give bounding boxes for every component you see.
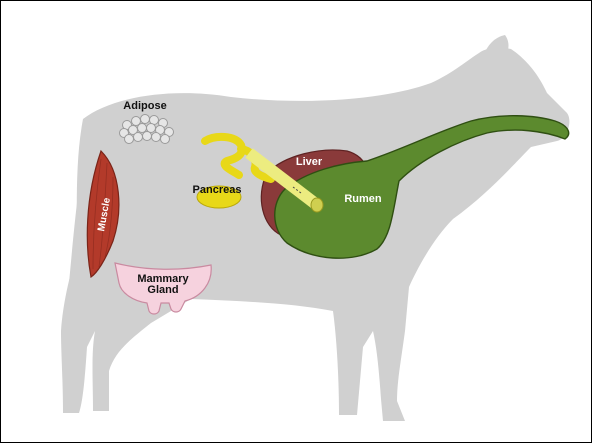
pancreas-label: Pancreas [193, 184, 242, 196]
liver-label: Liver [296, 156, 323, 168]
rumen-label: Rumen [344, 193, 382, 205]
mammary-label-line2: Gland [147, 284, 178, 296]
adipose-label: Adipose [123, 100, 166, 112]
